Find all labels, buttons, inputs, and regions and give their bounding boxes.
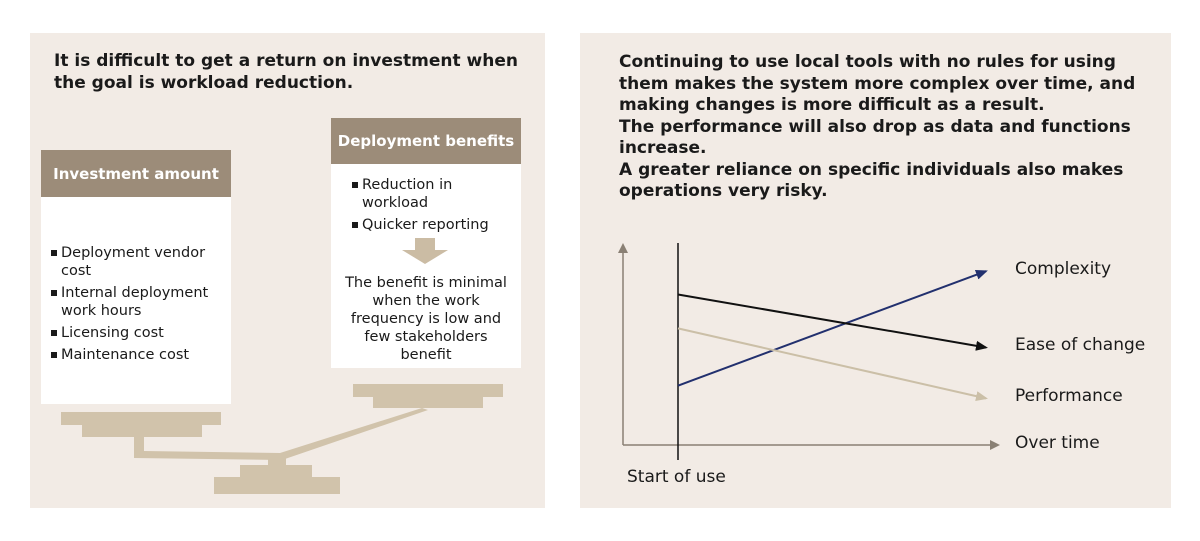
benefits-box: Deployment benefits Reduction in workloa… — [331, 118, 521, 368]
x-axis-label: Over time — [1015, 433, 1100, 453]
investment-box: Investment amount Deployment vendor cost… — [41, 150, 231, 404]
series-line-performance — [677, 327, 988, 402]
list-item: Reduction in workload — [352, 176, 512, 212]
series-label-complexity: Complexity — [1015, 259, 1112, 280]
list-item: Deployment vendor cost — [51, 244, 229, 280]
heading-line: The performance will also drop as data a… — [619, 116, 1131, 159]
series-label-ease-of-change: Ease of change — [1015, 335, 1146, 356]
series-line-complexity — [677, 269, 988, 387]
heading-line: A greater reliance on specific individua… — [619, 159, 1124, 202]
right-heading: Continuing to use local tools with no ru… — [619, 52, 1159, 203]
left-panel: It is difficult to get a return on inves… — [30, 33, 545, 508]
investment-title: Investment amount — [41, 150, 231, 197]
trend-chart — [618, 243, 1000, 460]
balance-scale — [61, 384, 503, 494]
benefits-title: Deployment benefits — [331, 118, 521, 164]
investment-list: Deployment vendor cost Internal deployme… — [51, 244, 229, 368]
list-item: Maintenance cost — [51, 346, 229, 364]
series-line-ease-of-change — [677, 293, 988, 351]
start-of-use-label: Start of use — [627, 467, 726, 487]
scale-base — [214, 453, 340, 494]
list-item: Internal deployment work hours — [51, 284, 229, 320]
heading-line: Continuing to use local tools with no ru… — [619, 52, 1136, 115]
down-arrow-icon — [402, 238, 448, 264]
benefits-list: Reduction in workload Quicker reporting — [352, 176, 512, 238]
series-label-performance: Performance — [1015, 386, 1123, 407]
benefits-note: The benefit is minimal when the work fre… — [345, 275, 507, 363]
scale-left-pan — [61, 412, 221, 437]
scale-right-pan — [353, 384, 503, 408]
right-panel: Continuing to use local tools with no ru… — [580, 33, 1171, 508]
scale-beam — [134, 408, 428, 460]
left-heading: It is difficult to get a return on inves… — [54, 51, 518, 93]
list-item: Quicker reporting — [352, 216, 512, 234]
list-item: Licensing cost — [51, 324, 229, 342]
